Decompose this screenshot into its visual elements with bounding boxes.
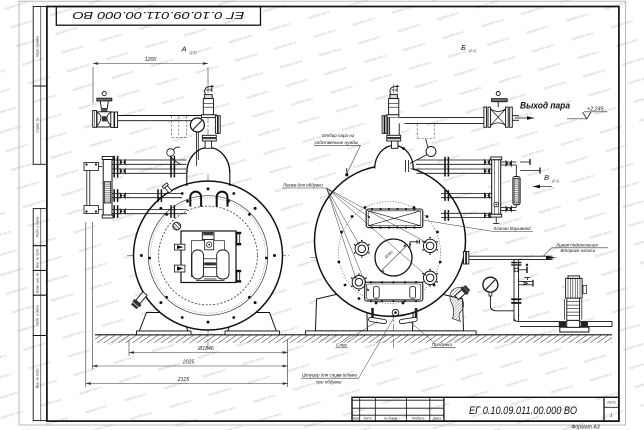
svg-text:Лючки для обдувки: Лючки для обдувки [282, 183, 323, 188]
svg-text:2125: 2125 [177, 377, 190, 383]
svg-text:В: В [544, 173, 549, 182]
svg-text:Второго насоса: Второго насоса [561, 248, 596, 253]
svg-text:Формат А3: Формат А3 [571, 425, 599, 430]
svg-text:1: 1 [610, 413, 613, 418]
svg-text:Изм: Изм [353, 417, 360, 421]
svg-text:Справ. №: Справ. № [35, 117, 39, 132]
svg-text:Лист: Лист [606, 401, 616, 405]
svg-text:+2,245: +2,245 [587, 107, 605, 113]
svg-text:Клапан Взрывной: Клапан Взрывной [494, 225, 532, 231]
svg-text:собственные нужды: собственные нужды [315, 140, 359, 145]
svg-text:(2:1): (2:1) [552, 179, 559, 183]
svg-text:ЕГ 0.10.09.011.00.000 ВО: ЕГ 0.10.09.011.00.000 ВО [72, 9, 245, 20]
svg-text:Инв. № дубл.: Инв. № дубл. [35, 248, 39, 268]
svg-text:А: А [181, 45, 187, 54]
svg-text:(2:1): (2:1) [190, 51, 197, 55]
svg-text:Линия подключения: Линия подключения [555, 243, 598, 248]
svg-text:Ø1846: Ø1846 [197, 346, 214, 352]
svg-text:2025: 2025 [182, 360, 195, 366]
svg-text:Выход пара: Выход пара [520, 101, 570, 111]
svg-text:Отбор пара на: Отбор пара на [322, 133, 355, 138]
svg-text:Б: Б [461, 43, 466, 52]
svg-text:Лист: Лист [362, 417, 372, 421]
svg-text:ЕГ 0.10.09.011.00.000 ВО: ЕГ 0.10.09.011.00.000 ВО [469, 405, 577, 417]
svg-text:Подпись: Подпись [412, 417, 425, 421]
svg-text:Ø350: Ø350 [383, 250, 394, 260]
svg-text:Подп. и дата: Подп. и дата [35, 305, 39, 326]
svg-text:Подп. и дата: Подп. и дата [35, 217, 39, 238]
svg-text:Продувка: Продувка [432, 342, 452, 347]
svg-text:Взам. инв. №: Взам. инв. № [35, 272, 39, 293]
svg-text:Дата: Дата [432, 417, 442, 421]
svg-text:Инв. № подл.: Инв. № подл. [35, 368, 39, 389]
svg-text:1200: 1200 [145, 57, 157, 63]
svg-text:(2:1): (2:1) [469, 49, 476, 53]
svg-text:№ докум.: № докум. [384, 417, 398, 421]
svg-text:Слив: Слив [336, 343, 347, 348]
svg-text:Штуцер для слива шлама: Штуцер для слива шлама [302, 373, 357, 378]
svg-text:Перв. примен.: Перв. примен. [35, 35, 39, 57]
svg-text:при обдувки: при обдувки [316, 380, 342, 385]
